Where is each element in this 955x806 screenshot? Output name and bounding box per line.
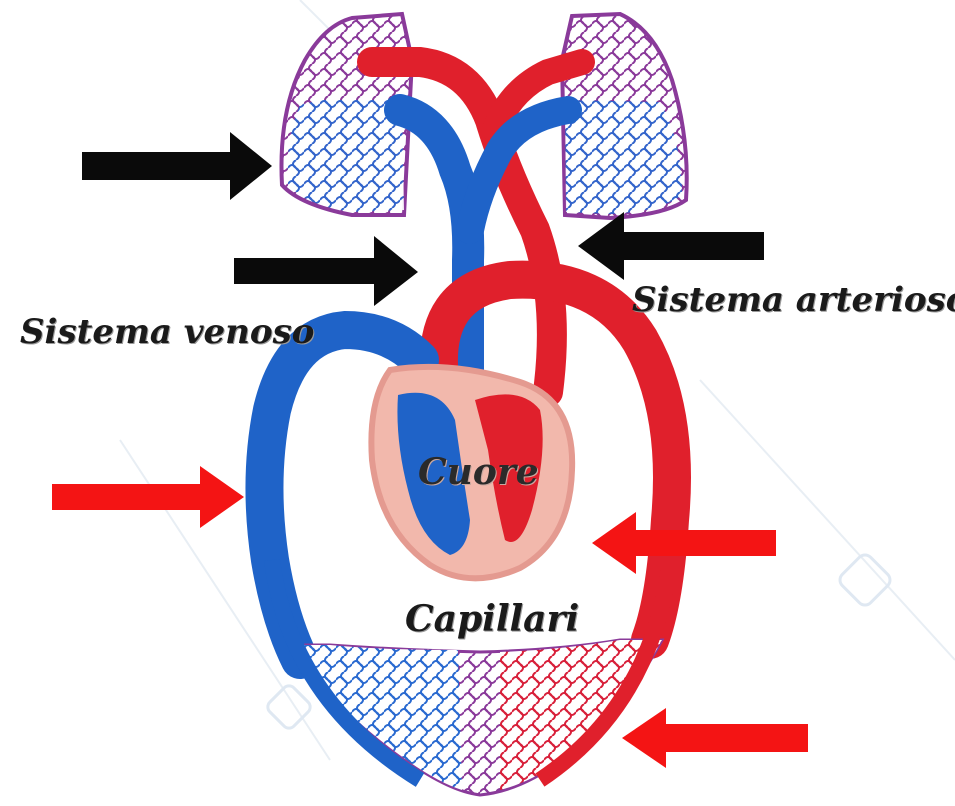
arterial-system-label: Sistema arterioso	[632, 280, 955, 320]
heart-label: Cuore	[418, 451, 539, 493]
black-arrow-right-lower	[234, 236, 418, 306]
capillaries-label: Capillari	[405, 598, 579, 640]
venous-system-label: Sistema venoso	[20, 312, 314, 352]
red-arrow-right	[52, 466, 244, 528]
right-lung	[562, 14, 687, 218]
black-arrow-left	[578, 212, 764, 280]
red-arrow-left-lower	[622, 708, 808, 768]
black-arrow-right-upper	[82, 132, 272, 200]
